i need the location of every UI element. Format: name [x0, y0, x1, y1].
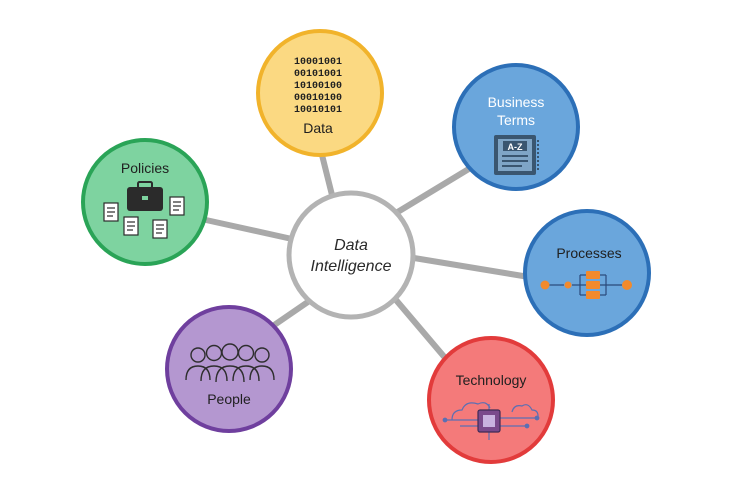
briefcase-documents-icon: [103, 181, 185, 239]
connector-technology: [393, 297, 455, 369]
node-business-terms[interactable]: Business Terms A-Z: [452, 63, 580, 191]
node-technology-circle: [427, 336, 555, 464]
node-policies-label: Policies: [121, 160, 169, 176]
node-people-label: People: [207, 391, 251, 407]
flow-step: [586, 281, 600, 289]
flow-step: [586, 271, 600, 279]
binary-row: 00101001: [294, 69, 342, 80]
person-head: [237, 344, 255, 362]
binary-row: 10001001: [294, 57, 342, 68]
node-technology[interactable]: Technology: [427, 336, 555, 464]
connector-data: [319, 152, 336, 202]
node-processes[interactable]: Processes: [523, 209, 651, 337]
binary-row: 00010100: [294, 93, 342, 104]
connector-business-terms: [393, 164, 475, 216]
person-head: [190, 347, 206, 363]
binary-row: 10100100: [294, 81, 342, 92]
node-processes-label: Processes: [556, 245, 621, 261]
cloud-chip-icon: [442, 402, 540, 440]
person-head: [254, 347, 270, 363]
binary-row: 10010101: [294, 105, 342, 116]
briefcase-clasp: [142, 196, 148, 200]
person-body: [215, 365, 245, 383]
hub-circle: [286, 190, 416, 320]
hub-node[interactable]: Data Intelligence: [286, 190, 416, 320]
node-people[interactable]: People: [165, 305, 293, 433]
book-glyph: A-Z: [508, 142, 523, 152]
flow-start: [540, 280, 550, 290]
circuit-dot: [524, 423, 530, 429]
hub-label-line1: Data: [334, 237, 368, 254]
person-body: [185, 365, 211, 381]
chip-core: [483, 415, 495, 427]
connector-policies: [203, 217, 295, 242]
book-title-box: [503, 141, 527, 151]
flow-step: [586, 291, 600, 299]
node-business-terms-circle: [452, 63, 580, 191]
glossary-book-icon: A-Z: [494, 135, 539, 175]
cloud-right: [511, 404, 539, 417]
person-body: [249, 365, 275, 381]
hub-label-line2: Intelligence: [311, 258, 392, 275]
node-policies[interactable]: Policies: [81, 138, 209, 266]
circuit-dot: [442, 417, 448, 423]
process-flow-icon: [549, 274, 622, 296]
node-technology-label: Technology: [456, 372, 527, 388]
document-lines: [107, 201, 181, 234]
process-nodes: [540, 271, 632, 299]
briefcase-handle: [137, 181, 153, 189]
node-data-circle: [256, 29, 384, 157]
person-body: [200, 365, 228, 382]
flow-junction: [564, 281, 572, 289]
flow-end: [622, 280, 632, 290]
node-people-circle: [165, 305, 293, 433]
node-data-label: Data: [303, 120, 333, 136]
connector-processes: [411, 255, 526, 279]
node-business-terms-label-line2: Terms: [497, 112, 535, 128]
binary-code-icon: 10001001 00101001 10100100 00010100 1001…: [294, 57, 342, 116]
person-body: [232, 365, 260, 382]
node-business-terms-label-line1: Business: [488, 94, 545, 110]
circuit-dot: [534, 415, 540, 421]
node-data[interactable]: 10001001 00101001 10100100 00010100 1001…: [256, 29, 384, 157]
people-group-icon: [185, 343, 275, 383]
cloud-left: [451, 402, 491, 421]
